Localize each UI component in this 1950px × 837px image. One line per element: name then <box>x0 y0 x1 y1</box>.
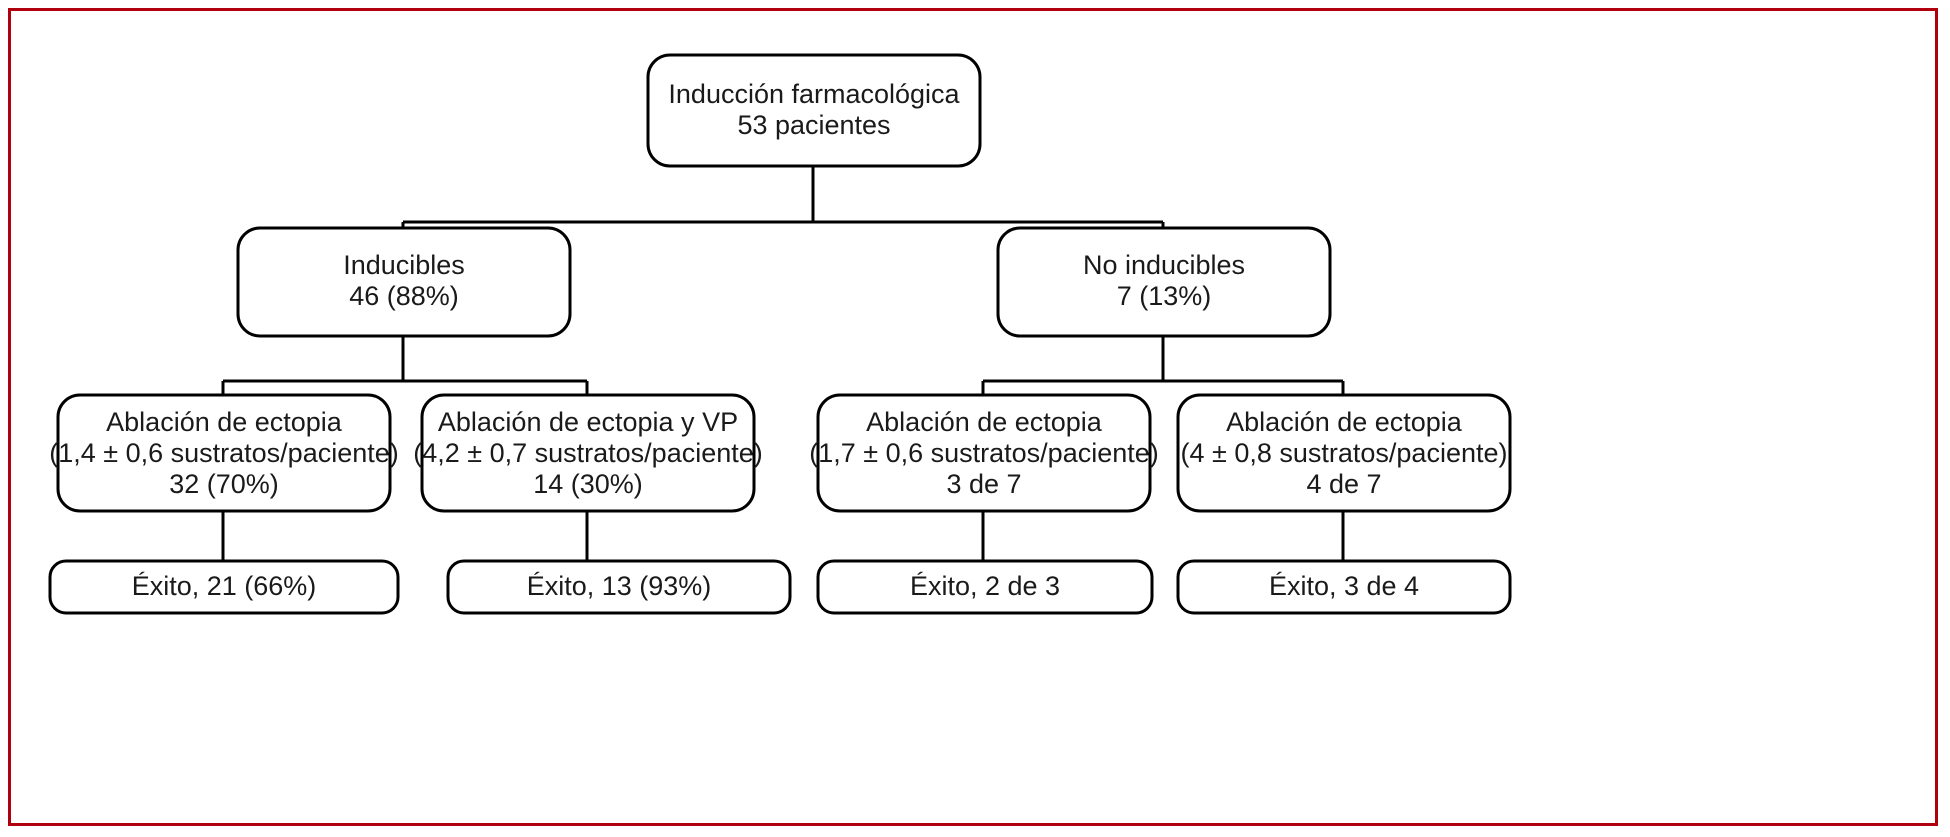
node-induccion-farmacologica[interactable]: Inducción farmacológica 53 pacientes <box>646 53 982 168</box>
node-ablacion-de-ectopia-y-vp[interactable]: Ablación de ectopia y VP (4,2 ± 0,7 sust… <box>413 393 763 513</box>
node-box[interactable] <box>816 393 1152 513</box>
node-box[interactable] <box>446 559 792 615</box>
node-line-2: (4 ± 0,8 sustratos/paciente) <box>1181 438 1508 468</box>
node-no-inducibles[interactable]: No inducibles 7 (13%) <box>996 226 1332 338</box>
connectors-level3-to-outcomes <box>221 511 1345 561</box>
node-exito-3-de-4[interactable]: Éxito, 3 de 4 <box>1176 559 1512 615</box>
node-line-1: Ablación de ectopia <box>1226 407 1463 437</box>
node-box[interactable] <box>420 393 756 513</box>
node-line-2: (1,7 ± 0,6 sustratos/paciente) <box>809 438 1159 468</box>
node-ablacion-de-ectopia-no-inducibles-b[interactable]: Ablación de ectopia (4 ± 0,8 sustratos/p… <box>1176 393 1512 513</box>
node-box[interactable] <box>996 226 1332 338</box>
node-line-3: 3 de 7 <box>946 469 1021 499</box>
node-line-1: Éxito, 2 de 3 <box>910 571 1060 601</box>
node-line-1: Ablación de ectopia y VP <box>438 407 738 437</box>
node-exito-13[interactable]: Éxito, 13 (93%) <box>446 559 792 615</box>
node-line-2: 53 pacientes <box>737 110 890 140</box>
node-line-3: 32 (70%) <box>169 469 279 499</box>
node-line-2: 7 (13%) <box>1117 281 1212 311</box>
connector-inducibles-to-level3 <box>221 336 589 395</box>
node-line-1: Ablación de ectopia <box>106 407 343 437</box>
node-line-2: (4,2 ± 0,7 sustratos/paciente) <box>413 438 763 468</box>
node-box[interactable] <box>236 226 572 338</box>
node-box[interactable] <box>56 393 392 513</box>
node-inducibles[interactable]: Inducibles 46 (88%) <box>236 226 572 338</box>
node-ablacion-de-ectopia-inducibles[interactable]: Ablación de ectopia (1,4 ± 0,6 sustratos… <box>49 393 399 513</box>
node-box[interactable] <box>1176 393 1512 513</box>
node-box[interactable] <box>816 559 1154 615</box>
node-exito-2-de-3[interactable]: Éxito, 2 de 3 <box>816 559 1154 615</box>
node-line-1: Inducibles <box>343 250 465 280</box>
connector-no-inducibles-to-level3 <box>981 336 1345 395</box>
node-line-1: No inducibles <box>1083 250 1245 280</box>
node-line-3: 4 de 7 <box>1306 469 1381 499</box>
node-line-1: Inducción farmacológica <box>668 79 960 109</box>
node-line-2: 46 (88%) <box>349 281 459 311</box>
node-line-2: (1,4 ± 0,6 sustratos/paciente) <box>49 438 399 468</box>
node-line-1: Éxito, 13 (93%) <box>527 571 712 601</box>
node-line-1: Éxito, 3 de 4 <box>1269 571 1419 601</box>
node-box[interactable] <box>1176 559 1512 615</box>
node-line-1: Ablación de ectopia <box>866 407 1103 437</box>
node-line-3: 14 (30%) <box>533 469 643 499</box>
node-box[interactable] <box>646 53 982 168</box>
node-exito-21[interactable]: Éxito, 21 (66%) <box>48 559 400 615</box>
node-line-1: Éxito, 21 (66%) <box>132 571 317 601</box>
node-ablacion-de-ectopia-no-inducibles-a[interactable]: Ablación de ectopia (1,7 ± 0,6 sustratos… <box>809 393 1159 513</box>
connector-root-to-level2 <box>401 166 1165 228</box>
node-box[interactable] <box>48 559 400 615</box>
